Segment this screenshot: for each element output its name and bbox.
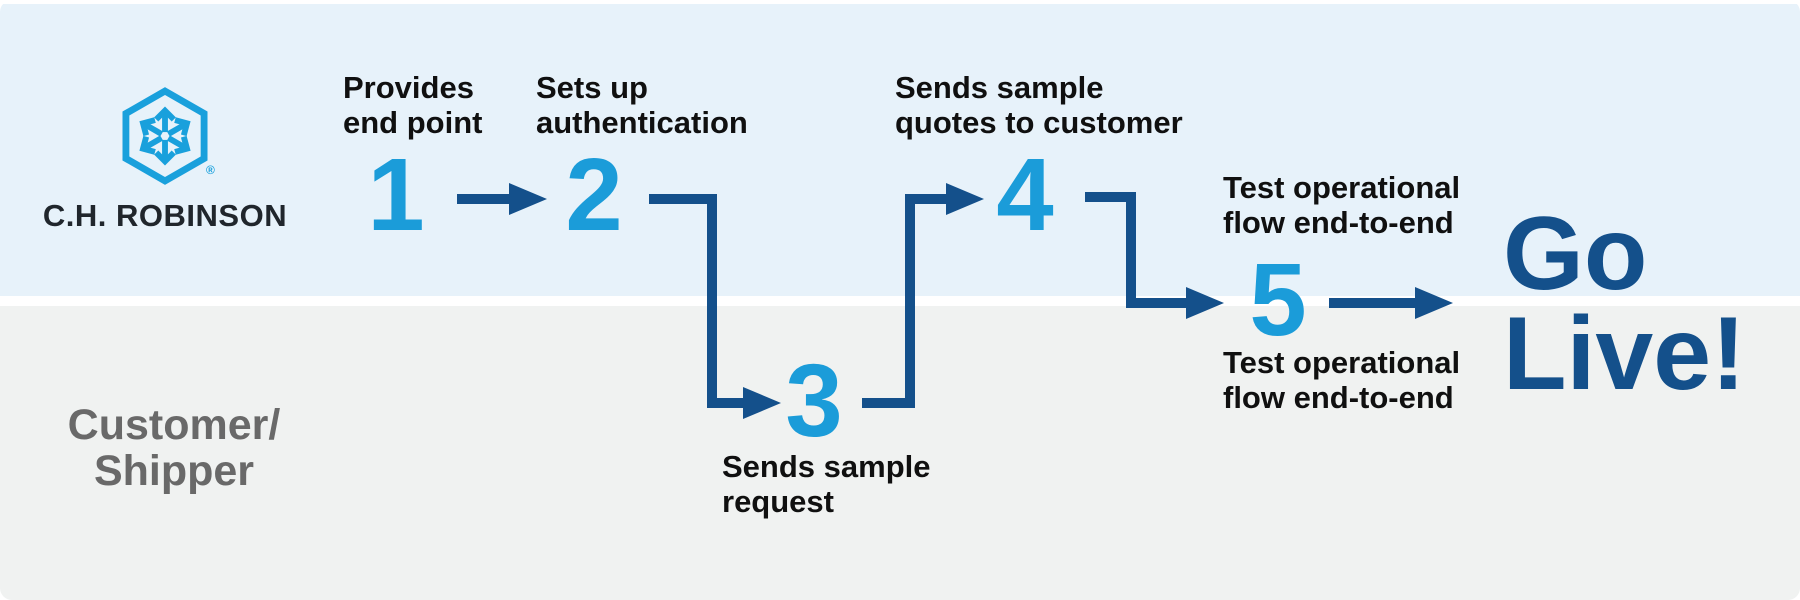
step-4-label-line2: quotes to customer [895, 105, 1183, 140]
step-1-label-line1: Provides [343, 70, 474, 105]
registered-trademark: ® [206, 163, 215, 177]
chrobinson-logo-icon [122, 87, 208, 185]
step-2-number: 2 [565, 137, 623, 252]
brand-name: C.H. ROBINSON [42, 198, 288, 233]
go-live-line2: Live! [1503, 296, 1746, 412]
go-live-text: Go Live! [1503, 196, 1746, 412]
customer-lane-label-line1: Customer/ [67, 401, 281, 449]
step-5-label-top-line2: flow end-to-end [1223, 205, 1454, 240]
step-2-label: Sets up authentication [536, 70, 748, 140]
step-5-label-top: Test operational flow end-to-end [1223, 170, 1460, 240]
step-2-label-line2: authentication [536, 105, 748, 140]
step-1-label-line2: end point [343, 105, 483, 140]
step-5-number: 5 [1249, 242, 1307, 357]
step-3-label: Sends sample request [722, 449, 930, 519]
step-1-label: Provides end point [343, 70, 482, 140]
step-5-label-bottom-line2: flow end-to-end [1223, 380, 1454, 415]
step-4-label: Sends sample quotes to customer [895, 70, 1183, 140]
step-5-label-bottom: Test operational flow end-to-end [1223, 345, 1460, 415]
step-4-number: 4 [996, 137, 1054, 252]
step-4-label-line1: Sends sample [895, 70, 1104, 105]
step-2-label-line1: Sets up [536, 70, 648, 105]
step-5-label-top-line1: Test operational [1223, 170, 1461, 205]
customer-lane-label-line2: Shipper [93, 447, 255, 495]
step-3-label-line2: request [722, 484, 834, 519]
step-3-label-line1: Sends sample [722, 449, 931, 484]
go-live-line1: Go [1503, 196, 1648, 312]
step-1-number: 1 [367, 137, 425, 252]
step-5-label-bottom-line1: Test operational [1223, 345, 1461, 380]
step-3-number: 3 [785, 343, 843, 458]
customer-lane-label: Customer/ Shipper [38, 402, 310, 494]
